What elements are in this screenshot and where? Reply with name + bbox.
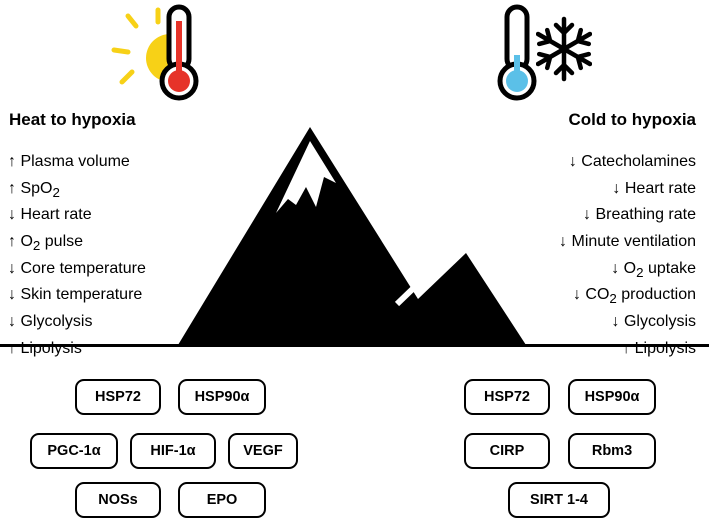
heat-effect-item: ↑ O2 pulse bbox=[8, 233, 84, 254]
mountain-icon bbox=[178, 127, 526, 345]
cold-effect-item: ↓ Heart rate bbox=[612, 179, 696, 197]
heat-effect-item: ↓ Core temperature bbox=[8, 259, 146, 277]
marker-chip: HIF-1α bbox=[130, 433, 216, 469]
marker-chip: HSP90α bbox=[568, 379, 656, 415]
cold-effect-item: ↓ Breathing rate bbox=[583, 206, 696, 224]
thermometer-cold-icon bbox=[497, 4, 537, 101]
marker-chip: PGC-1α bbox=[30, 433, 118, 469]
ground-line bbox=[0, 344, 709, 347]
marker-chip: HSP90α bbox=[178, 379, 266, 415]
heat-effect-item: ↑ Plasma volume bbox=[8, 153, 130, 170]
cold-heading: Cold to hypoxia bbox=[568, 110, 697, 129]
thermometer-hot-icon bbox=[159, 4, 199, 101]
cold-effect-item: ↓ CO2 production bbox=[572, 286, 696, 307]
marker-chip: Rbm3 bbox=[568, 433, 656, 469]
heat-effect-item: ↓ Glycolysis bbox=[8, 313, 93, 331]
heat-effect-item: ↑ SpO2 bbox=[8, 179, 60, 200]
heat-effect-item: ↑ Lipolysis bbox=[8, 339, 82, 357]
marker-chip: SIRT 1-4 bbox=[508, 482, 610, 518]
snowflake-icon bbox=[536, 16, 592, 82]
sun-icon bbox=[111, 7, 170, 85]
marker-chip: EPO bbox=[178, 482, 266, 518]
cold-effects-list: ↓ Catecholamines ↓ Heart rate ↓ Breathin… bbox=[559, 151, 696, 365]
marker-chip: HSP72 bbox=[75, 379, 161, 415]
heat-effects-list: ↑ Plasma volume ↑ SpO2 ↓ Heart rate ↑ O2… bbox=[8, 151, 146, 365]
marker-chip: NOSs bbox=[75, 482, 161, 518]
marker-chip: VEGF bbox=[228, 433, 298, 469]
cold-effect-item: ↓ Minute ventilation bbox=[559, 233, 696, 251]
heat-heading: Heat to hypoxia bbox=[9, 110, 136, 129]
marker-chip: HSP72 bbox=[464, 379, 550, 415]
heat-effect-item: ↓ Heart rate bbox=[8, 206, 92, 224]
cold-effect-item: ↑ Lipolysis bbox=[622, 339, 696, 357]
cold-effect-item: ↓ Catecholamines bbox=[568, 153, 696, 170]
heat-effect-item: ↓ Skin temperature bbox=[8, 286, 143, 304]
marker-chip: CIRP bbox=[464, 433, 550, 469]
cold-effect-item: ↓ O2 uptake bbox=[611, 259, 696, 280]
cold-effect-item: ↓ Glycolysis bbox=[611, 313, 696, 331]
